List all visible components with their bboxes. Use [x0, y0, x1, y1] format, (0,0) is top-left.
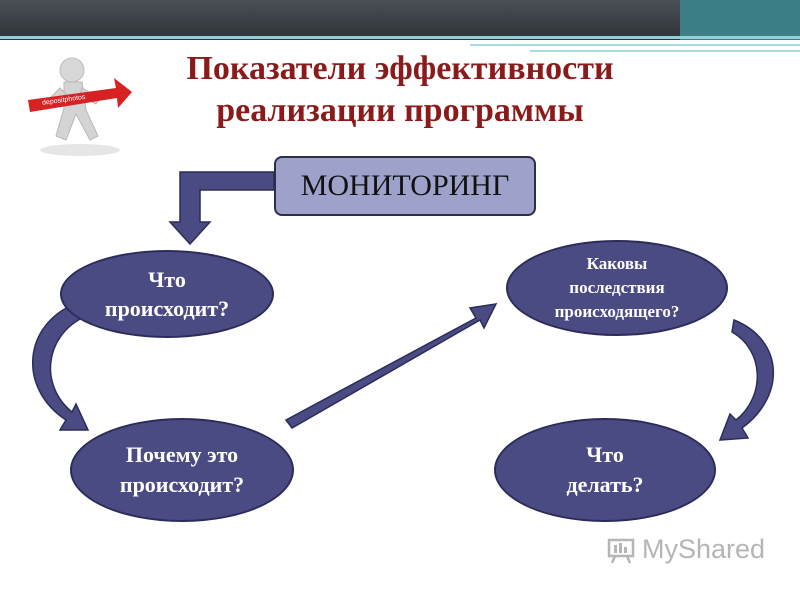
arrow-why-to-consequences — [284, 303, 498, 429]
arrow-what-to-why — [32, 305, 90, 431]
node-what-to-do: Что делать? — [494, 418, 716, 522]
monitoring-label: МОНИТОРИНГ — [300, 169, 510, 202]
node-why-happens-line-1: Почему это — [125, 442, 239, 467]
presentation-board-icon — [607, 538, 635, 563]
title-line-2: реализации программы — [216, 92, 584, 129]
node-why-happens: Почему это происходит? — [70, 418, 294, 522]
node-consequences-line-1: Каковы — [586, 254, 648, 273]
arrow-monitoring-to-what — [168, 171, 275, 246]
running-person-arrow-icon: depositphotos — [28, 57, 132, 156]
monitoring-box: МОНИТОРИНГ — [274, 156, 536, 216]
node-what-happens-line-1: Что — [148, 267, 186, 292]
node-consequences: Каковы последствия происходящего? — [506, 240, 728, 336]
top-banner — [0, 0, 800, 40]
node-what-to-do-line-1: Что — [586, 442, 624, 467]
arrow-consequences-to-todo — [718, 318, 775, 441]
top-banner-accent — [680, 0, 800, 40]
node-consequences-line-2: последствия — [569, 278, 665, 297]
watermark-text: MyShared — [642, 534, 766, 564]
node-what-happens-line-2: происходит? — [104, 296, 230, 321]
watermark: MyShared — [606, 534, 765, 565]
top-banner-line — [0, 36, 800, 39]
header-accent-lines — [470, 42, 800, 56]
node-why-happens-line-2: происходит? — [119, 472, 245, 497]
node-what-to-do-line-2: делать? — [566, 472, 644, 497]
title-line-1: Показатели эффективности — [186, 50, 614, 87]
node-what-happens: Что происходит? — [60, 250, 274, 338]
node-consequences-line-3: происходящего? — [554, 302, 680, 321]
logo-running-man: depositphotos — [20, 50, 140, 160]
slide-title: Показатели эффективности реализации прог… — [130, 48, 670, 132]
